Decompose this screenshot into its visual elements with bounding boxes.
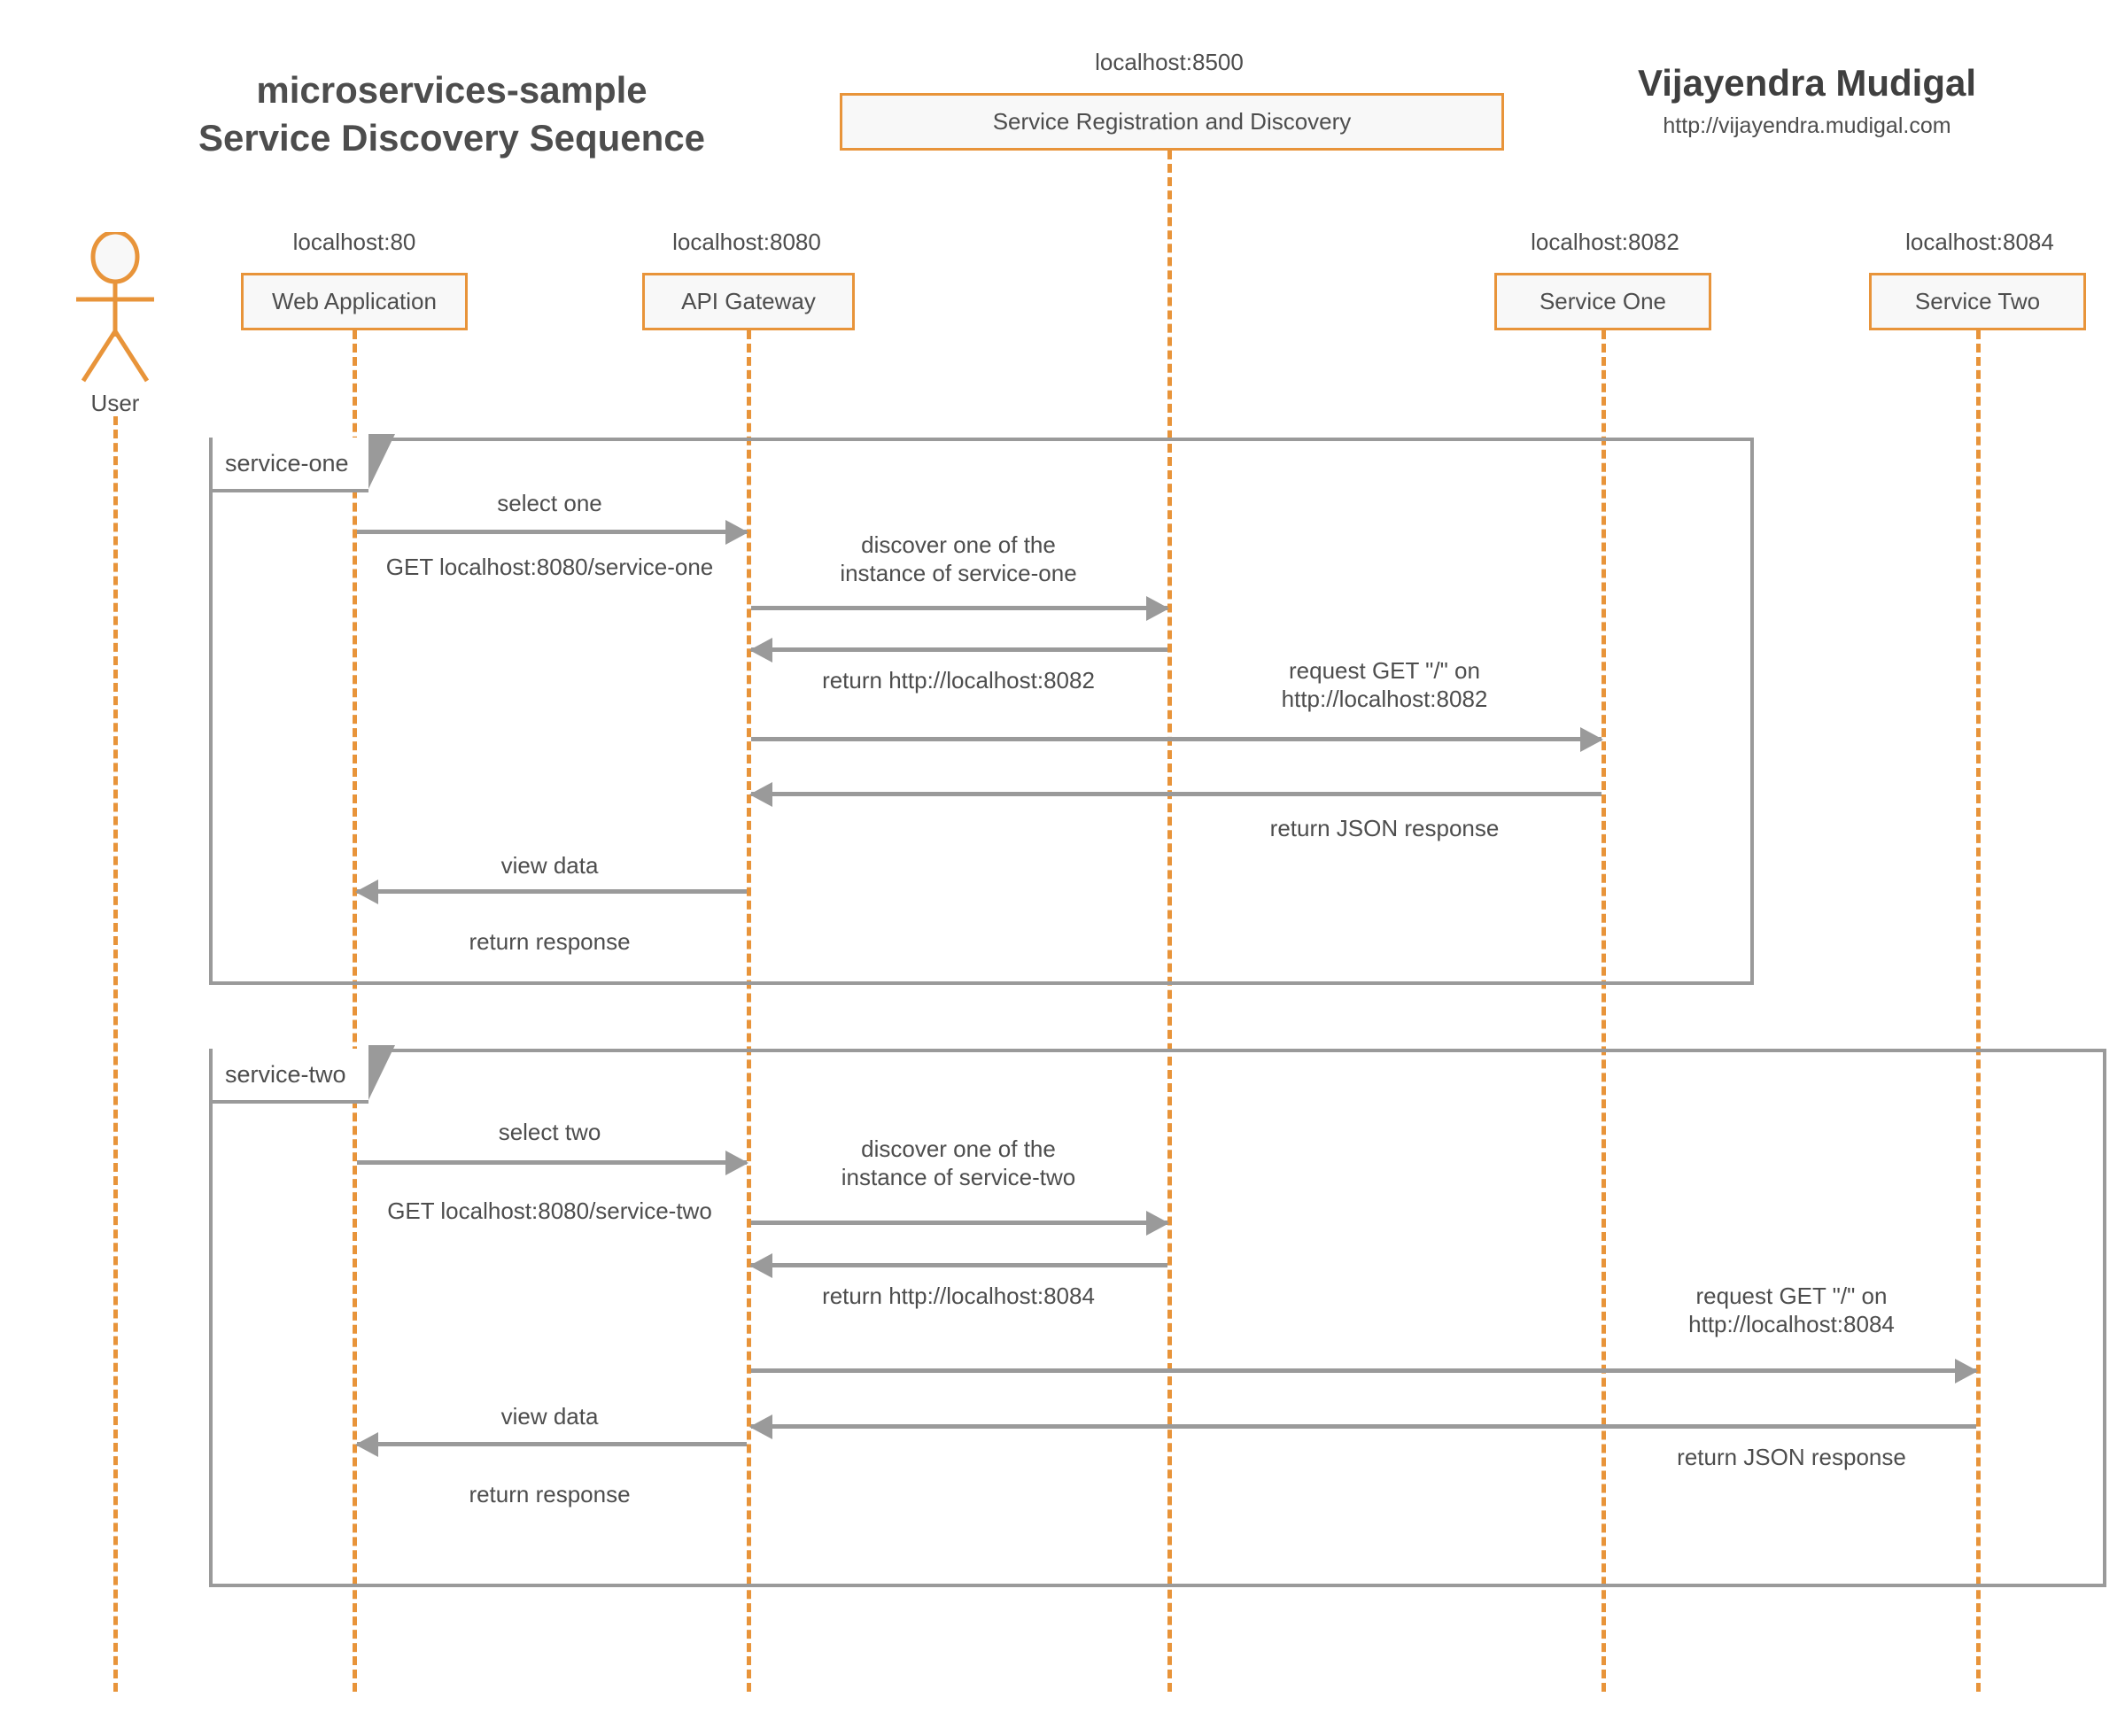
- message-label-below-2-1: GET localhost:8080/service-two: [387, 1197, 712, 1224]
- lifeline-user: [113, 416, 118, 1692]
- participant-box-api-gateway: API Gateway: [642, 273, 855, 330]
- message-label-below-1-3: return http://localhost:8082: [822, 667, 1095, 694]
- fragment-label-service-two: service-two: [209, 1045, 395, 1104]
- message-arrow-1-2: [751, 596, 1169, 621]
- message-arrow-1-6: [355, 880, 747, 904]
- participant-box-service-discovery: Service Registration and Discovery: [840, 93, 1504, 151]
- arrowhead-right-icon: [1146, 1211, 1169, 1236]
- message-arrow-2-4: [751, 1359, 1978, 1383]
- participant-label-service-two: Service Two: [1914, 288, 2041, 314]
- message-arrow-1-4: [751, 727, 1603, 752]
- participant-label-service-discovery: Service Registration and Discovery: [992, 108, 1352, 135]
- participant-label-service-one: Service One: [1539, 288, 1667, 314]
- diagram-title-line1: microservices-sample: [256, 69, 648, 111]
- arrowhead-left-icon: [355, 880, 378, 904]
- message-label-above-2-1: select two: [498, 1119, 601, 1145]
- lifeline-service-one: [1602, 330, 1606, 1692]
- fragment-tab-clip-icon: [368, 1045, 392, 1097]
- message-label-below-2-3: return http://localhost:8084: [822, 1283, 1095, 1309]
- fragment-label-text-service-one: service-one: [225, 449, 349, 477]
- actor-label: User: [90, 390, 140, 416]
- port-label-web-application: localhost:80: [292, 229, 416, 255]
- participant-label-web-application: Web Application: [272, 288, 437, 314]
- message-label-above-1-6: view data: [500, 852, 599, 879]
- message-label-below-2-6: return response: [469, 1481, 631, 1507]
- participant-box-service-one: Service One: [1494, 273, 1711, 330]
- author-url: http://vijayendra.mudigal.com: [1663, 113, 1951, 138]
- message-arrow-2-2: [751, 1211, 1169, 1236]
- arrowhead-right-icon: [1955, 1359, 1978, 1383]
- message-label-below-1-6: return response: [469, 928, 631, 955]
- message-label-above-2-6: view data: [500, 1403, 599, 1430]
- page-title: microservices-sample Service Discovery S…: [142, 66, 762, 162]
- fragment-label-text-service-two: service-two: [225, 1060, 346, 1088]
- fragment-tab-clip-icon: [368, 434, 392, 485]
- port-label-service-two: localhost:8084: [1905, 229, 2054, 255]
- message-arrow-1-5: [749, 782, 1602, 807]
- participant-box-web-application: Web Application: [241, 273, 468, 330]
- message-label-above-1-1: select one: [497, 490, 602, 516]
- message-arrow-2-6: [355, 1432, 747, 1457]
- port-label-service-discovery: localhost:8500: [1095, 49, 1244, 75]
- lifeline-api-gateway: [747, 330, 751, 1692]
- arrowhead-left-icon: [749, 638, 772, 663]
- arrowhead-right-icon: [725, 1151, 748, 1175]
- message-arrow-2-3: [749, 1253, 1167, 1278]
- arrowhead-left-icon: [749, 1414, 772, 1439]
- arrowhead-right-icon: [725, 520, 748, 545]
- message-label-above-1-2: discover one of the instance of service-…: [840, 531, 1077, 586]
- diagram-title-line2: Service Discovery Sequence: [198, 116, 705, 159]
- arrowhead-right-icon: [1146, 596, 1169, 621]
- message-label-above-2-2: discover one of the instance of service-…: [841, 1135, 1076, 1190]
- message-label-below-1-5: return JSON response: [1269, 815, 1500, 841]
- message-label-above-1-4: request GET "/" on http://localhost:8082: [1281, 657, 1488, 712]
- message-label-above-2-4: request GET "/" on http://localhost:8084: [1688, 1283, 1895, 1337]
- message-arrow-2-5: [749, 1414, 1976, 1439]
- lifeline-service-discovery: [1167, 151, 1172, 1692]
- fragment-service-one: [209, 438, 1754, 985]
- participant-box-service-two: Service Two: [1869, 273, 2086, 330]
- arrowhead-left-icon: [355, 1432, 378, 1457]
- actor-stick-figure-icon: [69, 229, 162, 383]
- arrowhead-right-icon: [1580, 727, 1603, 752]
- participant-label-api-gateway: API Gateway: [681, 288, 816, 314]
- port-label-api-gateway: localhost:8080: [672, 229, 821, 255]
- fragment-service-two: [209, 1049, 2106, 1587]
- message-label-below-2-5: return JSON response: [1677, 1444, 1906, 1470]
- author-name: Vijayendra Mudigal: [1638, 62, 1976, 104]
- message-label-below-1-1: GET localhost:8080/service-one: [385, 554, 714, 580]
- lifeline-web-application: [353, 330, 357, 1692]
- arrowhead-left-icon: [749, 1253, 772, 1278]
- port-label-service-one: localhost:8082: [1531, 229, 1679, 255]
- lifeline-service-two: [1976, 330, 1981, 1692]
- message-arrow-1-1: [357, 520, 748, 545]
- fragment-label-service-one: service-one: [209, 434, 395, 492]
- message-arrow-1-3: [749, 638, 1167, 663]
- message-arrow-2-1: [357, 1151, 748, 1175]
- arrowhead-left-icon: [749, 782, 772, 807]
